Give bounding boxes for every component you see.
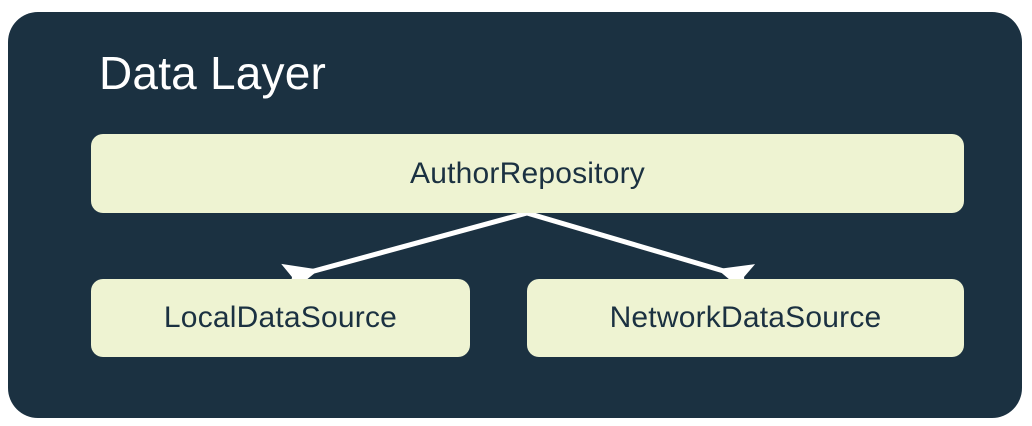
node-author-repository-label: AuthorRepository bbox=[410, 156, 645, 190]
node-network-data-source-label: NetworkDataSource bbox=[609, 301, 882, 334]
node-local-data-source-label: LocalDataSource bbox=[163, 301, 398, 334]
data-layer-panel: Data Layer bbox=[8, 12, 1022, 418]
node-author-repository[interactable]: AuthorRepository bbox=[91, 134, 964, 213]
page-title: Data Layer bbox=[99, 47, 327, 99]
node-network-data-source[interactable]: NetworkDataSource bbox=[527, 279, 964, 357]
node-local-data-source[interactable]: LocalDataSource bbox=[91, 279, 470, 357]
